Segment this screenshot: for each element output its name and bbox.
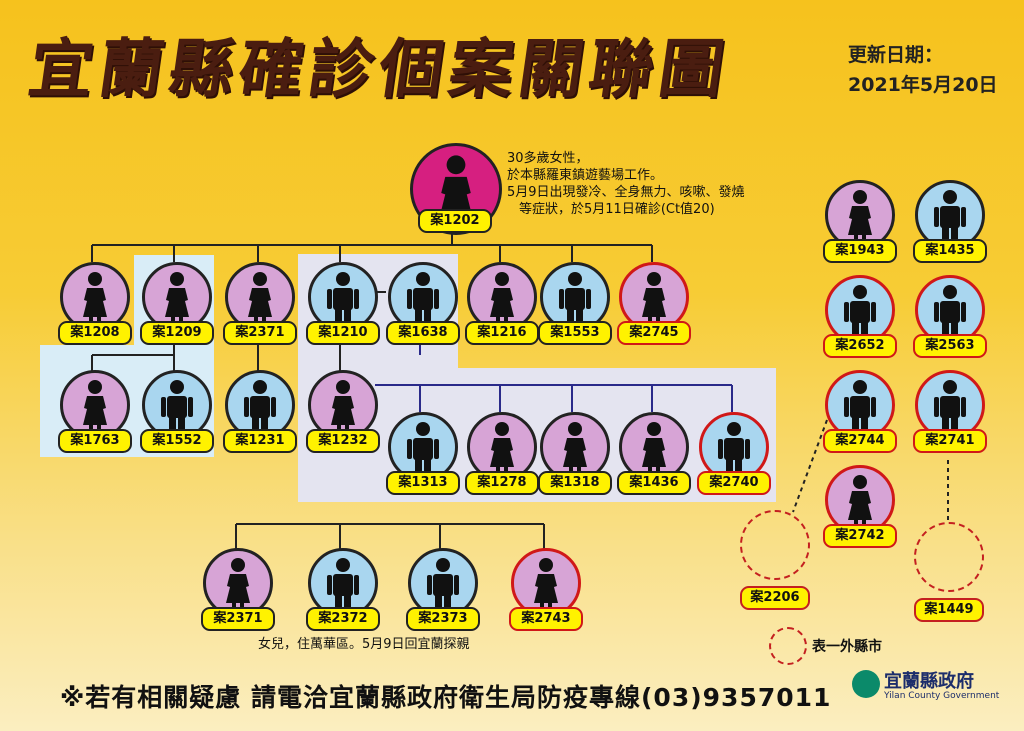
case-node[interactable]: 案1553 [537,262,613,350]
case-node[interactable]: 案1209 [139,262,215,350]
case-node[interactable]: 案2741 [912,370,988,458]
case-node[interactable]: 案1436 [616,412,692,500]
case-label: 案2652 [823,334,897,358]
case-node[interactable]: 案2652 [822,275,898,363]
case-node[interactable]: 案1210 [305,262,381,350]
legend-dashed-circle-icon [769,627,807,665]
case-label: 案1436 [617,471,691,495]
root-note-line: 5月9日出現發冷、全身無力、咳嗽、發燒 [507,185,745,200]
case-label: 案1209 [140,321,214,345]
case-node[interactable]: 案2373 [405,548,481,636]
case-node[interactable]: 案1318 [537,412,613,500]
case-label: 案2743 [509,607,583,631]
case-label: 案1231 [223,429,297,453]
case-label[interactable]: 案2206 [740,586,810,610]
case-label: 案2563 [913,334,987,358]
female-icon [467,262,537,332]
root-note-line: 於本縣羅東鎮遊藝場工作。 [507,168,664,183]
male-icon [408,548,478,618]
update-date: 2021年5月20日 [848,74,998,96]
case-node[interactable]: 案1232 [305,370,381,458]
case-label: 案2741 [913,429,987,453]
case-label: 案1210 [306,321,380,345]
legend-label: 表一外縣市 [812,639,882,655]
root-note-line: 等症狀，於5月11日確診(Ct值20) [519,202,715,217]
female-icon [540,412,610,482]
case-node[interactable]: 案1638 [385,262,461,350]
case-node[interactable]: 案1278 [464,412,540,500]
case-label: 案1553 [538,321,612,345]
case-node[interactable]: 案1208 [57,262,133,350]
government-logo-icon [852,670,880,698]
case-node[interactable]: 案2745 [616,262,692,350]
male-icon [915,180,985,250]
government-english-name: Yilan County Government [884,691,1000,701]
case-label: 案1552 [140,429,214,453]
case-label: 案2371 [223,321,297,345]
case-node[interactable]: 案1552 [139,370,215,458]
case-label: 案1216 [465,321,539,345]
case-label: 案2371 [201,607,275,631]
female-icon [308,370,378,440]
case-label: 案1318 [538,471,612,495]
government-name: 宜蘭縣政府 [884,671,974,692]
male-icon [915,370,985,440]
case-label: 案1943 [823,239,897,263]
female-icon [619,412,689,482]
daughter-note: 女兒，住萬華區。5月9日回宜蘭探親 [258,637,470,652]
root-note: 30多歲女性， 於本縣羅東鎮遊藝場工作。 5月9日出現發冷、全身無力、咳嗽、發燒… [507,150,745,218]
male-icon [388,412,458,482]
female-icon [619,262,689,332]
case-label[interactable]: 案1449 [914,598,984,622]
case-label: 案2740 [697,471,771,495]
outside-county-marker [914,522,984,592]
outside-county-marker [740,510,810,580]
case-label: 案2745 [617,321,691,345]
case-node[interactable]: 案2742 [822,465,898,553]
hotline-footer: ※若有相關疑慮 請電洽宜蘭縣政府衛生局防疫專線(03)9357011 [60,683,832,712]
case-label: 案1208 [58,321,132,345]
case-node[interactable]: 案1216 [464,262,540,350]
male-icon [388,262,458,332]
case-label: 案1435 [913,239,987,263]
case-label: 案2372 [306,607,380,631]
case-label: 案2373 [406,607,480,631]
male-icon [699,412,769,482]
update-info: 更新日期： 2021年5月20日 [848,40,998,100]
male-icon [540,262,610,332]
case-node[interactable]: 案1435 [912,180,988,268]
case-node[interactable]: 案2371 [200,548,276,636]
case-label: 案2744 [823,429,897,453]
case-node[interactable]: 案1943 [822,180,898,268]
case-node[interactable]: 案1763 [57,370,133,458]
case-node[interactable]: 案2740 [696,412,772,500]
case-label: 案1202 [418,209,492,233]
case-node[interactable]: 案2743 [508,548,584,636]
female-icon [225,262,295,332]
female-icon [203,548,273,618]
case-label: 案1638 [386,321,460,345]
case-label: 案2742 [823,524,897,548]
female-icon [511,548,581,618]
case-node[interactable]: 案2563 [912,275,988,363]
male-icon [225,370,295,440]
case-node[interactable]: 案1231 [222,370,298,458]
case-label: 案1313 [386,471,460,495]
case-node[interactable]: 案1313 [385,412,461,500]
case-label: 案1278 [465,471,539,495]
male-icon [308,262,378,332]
case-label: 案1232 [306,429,380,453]
update-label: 更新日期： [848,44,944,66]
case-node[interactable]: 案2372 [305,548,381,636]
case-node[interactable]: 案2371 [222,262,298,350]
male-icon [825,370,895,440]
case-label: 案1763 [58,429,132,453]
case-node[interactable]: 案2744 [822,370,898,458]
root-note-line: 30多歲女性， [507,151,589,166]
female-icon [60,262,130,332]
case-node[interactable]: 案1202 [410,143,502,243]
